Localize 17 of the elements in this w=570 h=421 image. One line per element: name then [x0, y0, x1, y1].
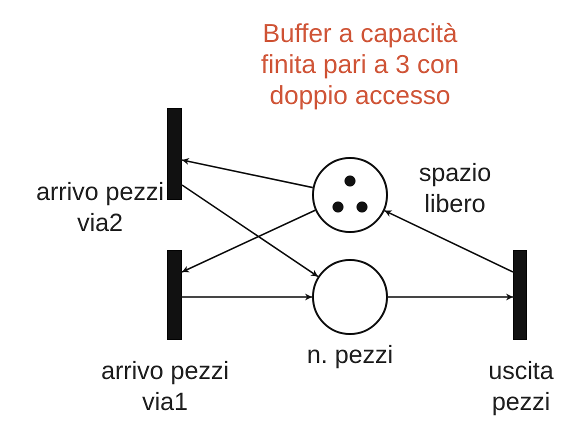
arrow — [182, 210, 316, 273]
diagram-title: Buffer a capacità finita pari a 3 con doppio accesso — [260, 18, 460, 111]
arrow — [388, 294, 513, 300]
arrow — [182, 294, 312, 300]
transition-bar — [167, 250, 182, 340]
node-label: n. pezzi — [306, 340, 394, 371]
node-label: arrivo pezzi via2 — [35, 177, 165, 239]
node-label: arrivo pezzi via1 — [100, 356, 230, 418]
transition-bar — [513, 250, 527, 340]
node-label: uscita pezzi — [487, 356, 555, 418]
arrow — [384, 210, 514, 273]
node-label: spazio libero — [418, 158, 492, 220]
place-circle — [312, 259, 388, 335]
arrow — [182, 158, 313, 188]
place-circle — [312, 157, 388, 233]
transition-bar — [167, 108, 182, 200]
arrow — [182, 184, 318, 278]
